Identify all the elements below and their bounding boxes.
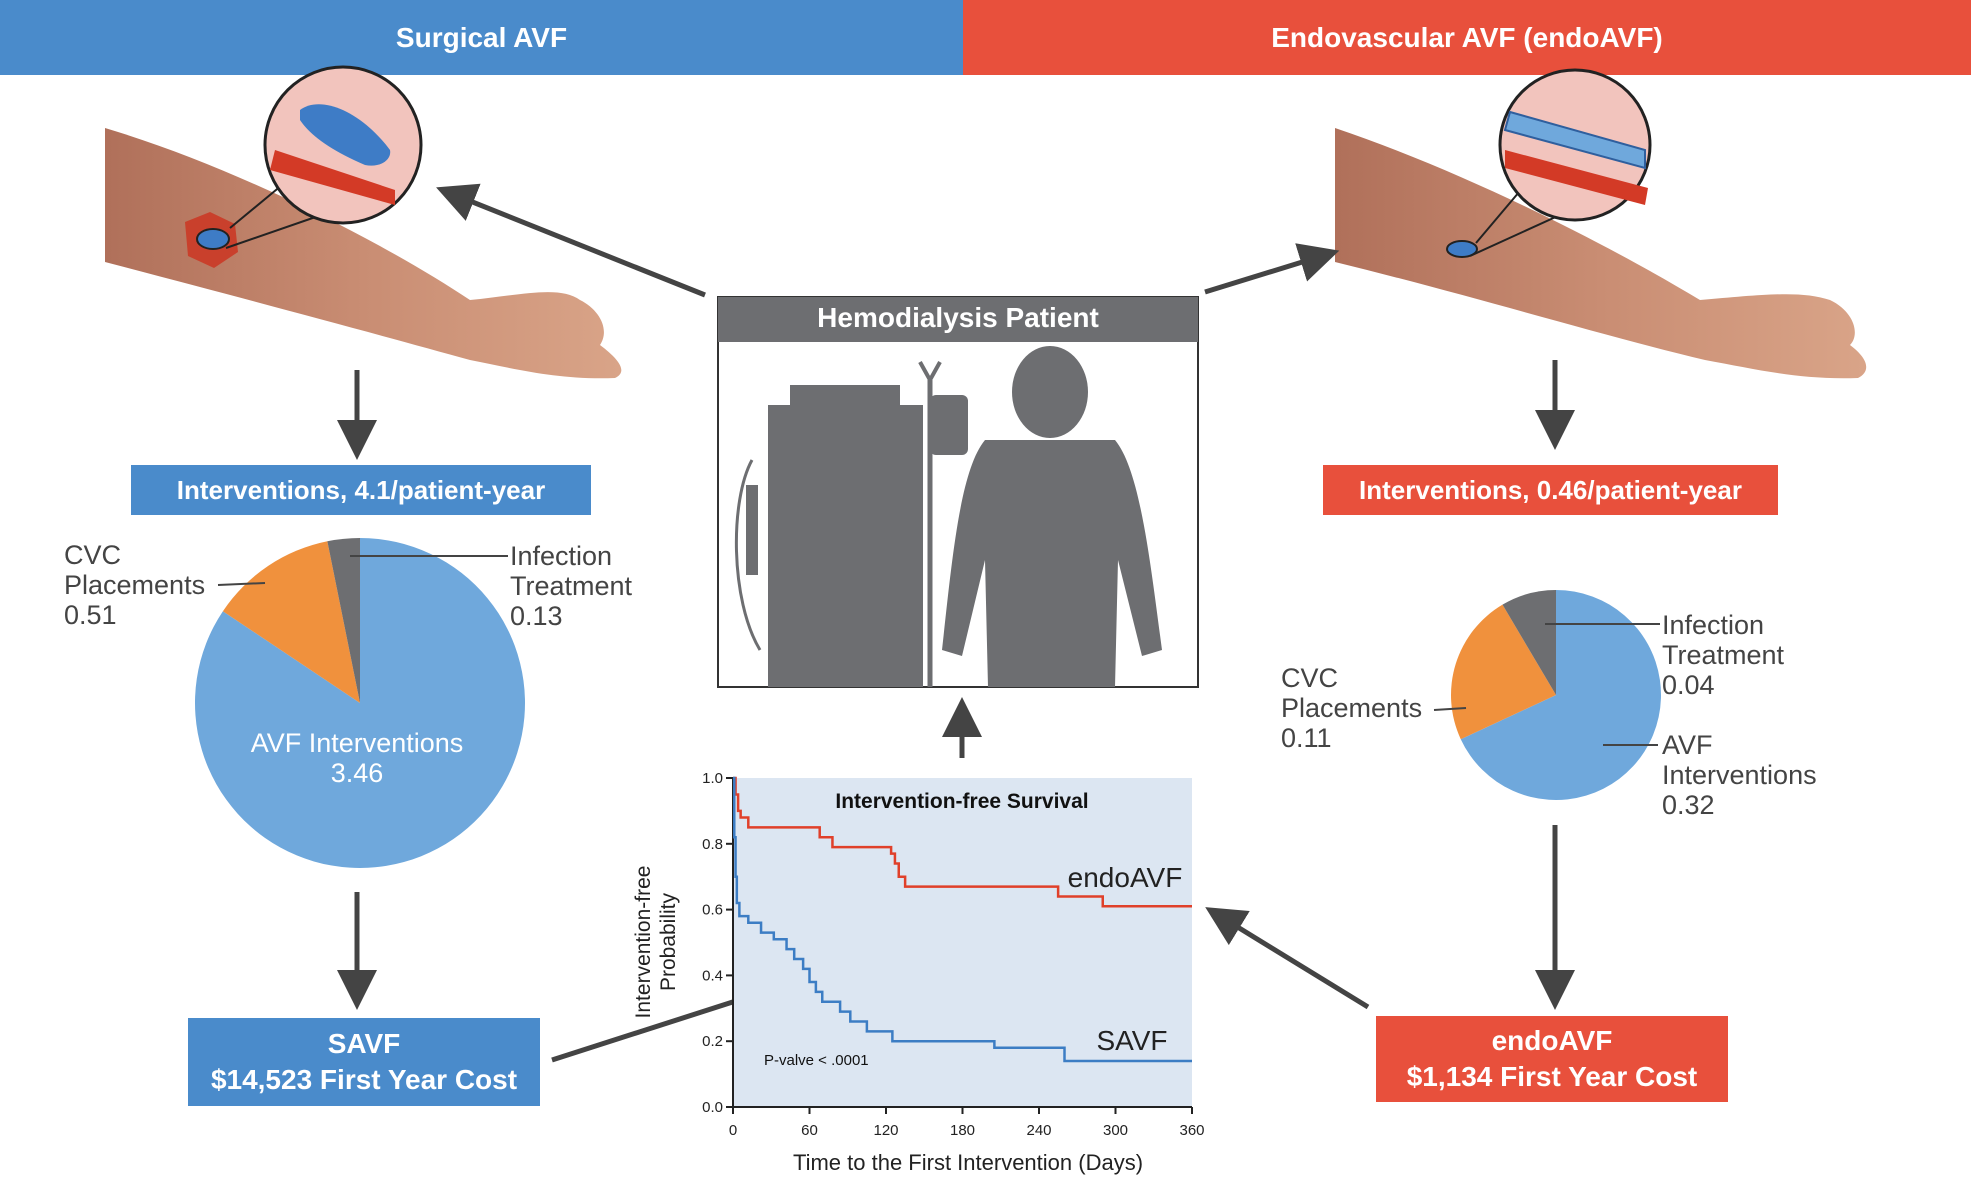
km-ytick-label: 0.4 xyxy=(702,967,723,984)
arrow-to-endo xyxy=(1204,243,1340,295)
flow-arrows xyxy=(337,183,1575,1063)
right-avf-label: AVF Interventions 0.32 xyxy=(1662,730,1817,820)
right-interventions-box: Interventions, 0.46/patient-year xyxy=(1323,465,1778,515)
left-cvc-label: CVC Placements 0.51 xyxy=(64,540,206,630)
right-cvc-label: CVC Placements 0.11 xyxy=(1281,663,1423,753)
km-pvalue-annotation: P-valve < .0001 xyxy=(764,1052,869,1069)
km-series-endoavf xyxy=(733,776,1192,908)
savf-cost-value: $14,523 First Year Cost xyxy=(210,1064,518,1095)
savf-cost-title: SAVF xyxy=(327,1028,401,1059)
arrow-endo-to-chart xyxy=(1205,907,1370,1010)
endo-cost-title: endoAVF xyxy=(1491,1025,1613,1056)
savf-cost-box: SAVF $14,523 First Year Cost xyxy=(188,1018,540,1106)
left-pie-slice-infection-treatment xyxy=(327,538,360,703)
banner-title-left: Surgical AVF xyxy=(395,21,568,53)
left-pie-slice-avf-interventions xyxy=(194,538,525,869)
km-series-savf xyxy=(733,776,1192,1063)
km-ytick-label: 0.2 xyxy=(702,1033,723,1050)
banner-surgical-avf: Surgical AVF xyxy=(0,0,963,75)
km-xtick-label: 60 xyxy=(801,1122,818,1139)
km-xtick-label: 360 xyxy=(1179,1122,1204,1139)
left-pie-chart xyxy=(194,538,525,869)
left-arm-illustration xyxy=(105,65,622,379)
km-series-label-savf: SAVF xyxy=(1096,1025,1167,1056)
dialysis-machine-icon xyxy=(768,405,923,687)
right-pie-slice-infection-treatment xyxy=(1502,590,1556,695)
endo-cost-value: $1,134 First Year Cost xyxy=(1406,1061,1698,1092)
km-plot-area xyxy=(733,778,1192,1107)
patient-silhouette-icon xyxy=(942,346,1162,687)
endo-cost-box: endoAVF $1,134 First Year Cost xyxy=(1376,1016,1728,1102)
right-pie-slice-avf-interventions xyxy=(1460,590,1662,800)
endo-avf-site-icon xyxy=(1446,240,1478,258)
left-avf-label: AVF Interventions 3.46 xyxy=(250,728,464,788)
right-infection-label: Infection Treatment 0.04 xyxy=(1662,610,1785,700)
patient-panel-title: Hemodialysis Patient xyxy=(817,302,1099,333)
right-pie-slice-cvc-placements xyxy=(1451,604,1556,740)
km-ylabel: Intervention-freeProbability xyxy=(632,866,680,1019)
left-interventions-box: Interventions, 4.1/patient-year xyxy=(131,465,591,515)
right-interventions-label: Interventions, 0.46/patient-year xyxy=(1359,474,1742,505)
hemodialysis-patient-panel xyxy=(717,296,1199,688)
right-pie-chart xyxy=(1451,590,1662,800)
left-infection-label: Infection Treatment 0.13 xyxy=(510,541,633,631)
left-pie-slice-cvc-placements xyxy=(222,541,360,703)
km-xtick-label: 120 xyxy=(873,1122,898,1139)
arrow-to-surgical xyxy=(436,183,706,298)
km-xlabel: Time to the First Intervention (Days) xyxy=(793,1150,1143,1175)
km-xtick-label: 300 xyxy=(1103,1122,1128,1139)
km-ytick-label: 0.8 xyxy=(702,836,723,853)
km-xtick-label: 240 xyxy=(1026,1122,1051,1139)
km-xtick-label: 180 xyxy=(950,1122,975,1139)
km-chart: 0 60 120 180 240 300 360 0.0 0.2 0.4 0.6 0.8 1.0Inte… xyxy=(632,770,1205,1175)
km-ytick-label: 0.0 xyxy=(702,1099,723,1116)
km-title: Intervention-free Survival xyxy=(835,790,1088,813)
km-ytick-label: 1.0 xyxy=(702,770,723,787)
leader-lines xyxy=(217,555,1660,746)
right-arm-illustration xyxy=(1335,68,1867,379)
km-ytick-label: 0.6 xyxy=(702,902,723,919)
km-series-label-endoavf: endoAVF xyxy=(1068,862,1183,893)
banner-title-right: Endovascular AVF (endoAVF) xyxy=(1271,21,1663,53)
left-interventions-label: Interventions, 4.1/patient-year xyxy=(176,474,546,505)
km-xtick-label: 0 xyxy=(729,1122,737,1139)
banner-endo-avf: Endovascular AVF (endoAVF) xyxy=(963,0,1971,75)
